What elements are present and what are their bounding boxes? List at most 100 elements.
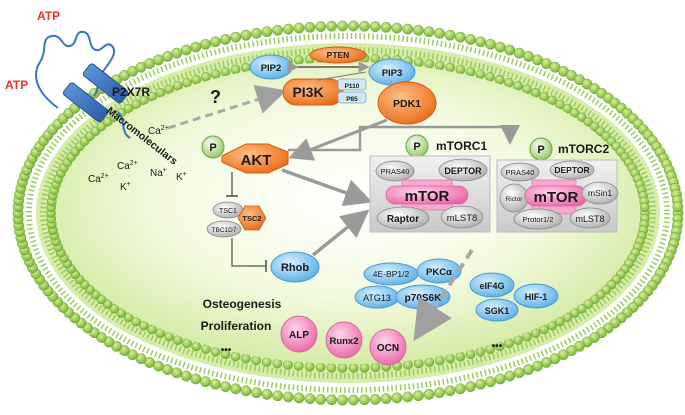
ellipsis-left: ••• — [221, 345, 232, 356]
phospholipid-head — [240, 62, 251, 73]
phospholipid-head — [272, 390, 283, 402]
rhob-label: Rhob — [281, 262, 309, 274]
phospholipid-head — [220, 67, 231, 77]
proliferation-label: Proliferation — [201, 319, 272, 333]
phospholipid-head — [210, 69, 221, 79]
phospholipid-head — [337, 363, 348, 373]
phospholipid-head — [434, 387, 445, 399]
phospholipid-head — [230, 351, 241, 362]
pi3k-label: PI3K — [292, 84, 323, 100]
phospholipid-head — [494, 41, 506, 53]
phospholipid-head — [562, 312, 573, 323]
phospholipid-head — [282, 391, 294, 403]
effector-pkca-node — [416, 258, 462, 284]
phospholipid-head — [485, 376, 496, 388]
atp-label-left: ATP — [5, 78, 28, 92]
pip2-label: PIP2 — [261, 63, 282, 74]
phospholipid-head — [261, 357, 272, 367]
tsc-inhibits-rhob-line — [231, 238, 266, 267]
phospholipid-head — [547, 320, 557, 331]
mtorc1-phospho-label: P — [413, 141, 420, 153]
mtorc2-phospho-label: P — [537, 144, 544, 156]
phospholipid-head — [190, 41, 202, 53]
phospholipid-head — [424, 357, 435, 367]
phospholipid-head — [315, 362, 326, 373]
p2x7r-receptor — [35, 30, 131, 139]
phospholipid-head — [445, 62, 456, 73]
ion-ca-3: Ca2+ — [88, 173, 109, 185]
phospholipid-head — [672, 201, 684, 213]
p110-subunit — [337, 78, 367, 91]
phospholipid-head — [220, 381, 231, 392]
phospholipid-head — [513, 367, 525, 379]
ion-na: Na+ — [150, 167, 167, 179]
phospholipid-head — [380, 21, 392, 33]
atp-binding-loop — [35, 30, 116, 109]
phospholipid-head — [424, 59, 435, 69]
phospholipid-head — [171, 367, 183, 379]
phospholipid-head — [369, 393, 381, 405]
phospholipid-head — [139, 320, 149, 331]
effector-atg13-label: ATG13 — [363, 293, 391, 303]
rhob-node — [270, 251, 320, 283]
phospholipid-head — [337, 394, 348, 406]
phospholipid-head — [201, 72, 211, 82]
phospholipid-head — [358, 20, 370, 32]
phospholipid-head — [465, 381, 476, 392]
phospholipid-head — [465, 34, 476, 45]
tsc2-node — [237, 205, 267, 231]
phospholipid-head — [272, 358, 283, 369]
phospholipid-head — [475, 346, 486, 357]
tbc1d7-node — [206, 220, 242, 238]
mtorc1-mtor-bar — [385, 185, 469, 205]
phospholipid-head — [475, 69, 486, 79]
mtorc1-deptor-node — [438, 158, 488, 182]
akt-to-mtorc1-arrow — [281, 168, 373, 207]
atp-label-top: ATP — [37, 9, 60, 23]
phospholipid-head — [123, 103, 134, 114]
effector-eif4g-label: eIF4G — [479, 281, 504, 291]
phospholipid-head — [444, 29, 456, 41]
mtorc1-pras40-label: PRAS40 — [381, 167, 410, 176]
mtorc1-raptor-label: Raptor — [387, 214, 419, 225]
phospholipid-head — [293, 22, 305, 34]
phospholipid-head — [123, 312, 134, 323]
phospholipid-head — [139, 95, 149, 106]
phospholipid-head — [240, 29, 252, 41]
phospholipid-head — [201, 344, 211, 354]
effector-p70s6k-label: p70S6K — [405, 293, 442, 304]
osteogenesis-label: Osteogenesis — [203, 297, 282, 311]
phospholipid-head — [465, 349, 476, 360]
mtorc1-mlst8-node — [440, 205, 484, 229]
phospholipid-head — [445, 353, 456, 364]
phospholipid-head — [434, 355, 445, 366]
phospholipid-head — [555, 316, 565, 327]
phospholipid-head — [444, 385, 456, 397]
phospholipid-head — [282, 23, 294, 35]
phospholipid-head — [475, 36, 486, 48]
phospholipid-head — [109, 112, 120, 123]
receptor-helix-1 — [62, 82, 109, 123]
phospholipid-head — [369, 21, 381, 33]
phospholipid-head — [402, 391, 414, 403]
tsc2-label: TSC2 — [242, 214, 261, 223]
phospholipid-head — [102, 117, 113, 127]
phospholipid-head — [465, 67, 476, 77]
phospholipid-head — [494, 74, 505, 85]
phospholipid-head — [191, 74, 202, 85]
phospholipid-head — [423, 388, 435, 400]
phospholipid-head — [555, 99, 565, 110]
phospholipid-head — [131, 99, 141, 110]
effector-pkca-label: PKCα — [426, 267, 452, 278]
phospholipid-head — [240, 353, 251, 364]
phospholipid-head — [583, 299, 594, 309]
ocn-label: OCN — [377, 343, 399, 354]
mtorc1-mlst8-label: mLST8 — [447, 213, 478, 224]
ions: Ca2+ Ca2+ Ca2+ Na+ K+ K+ — [88, 125, 187, 193]
phospholipid-head — [180, 370, 192, 382]
phospholipid-head — [240, 385, 252, 397]
akt-label: AKT — [241, 152, 272, 169]
mtorc2-mlst8-label: mLST8 — [575, 214, 604, 224]
